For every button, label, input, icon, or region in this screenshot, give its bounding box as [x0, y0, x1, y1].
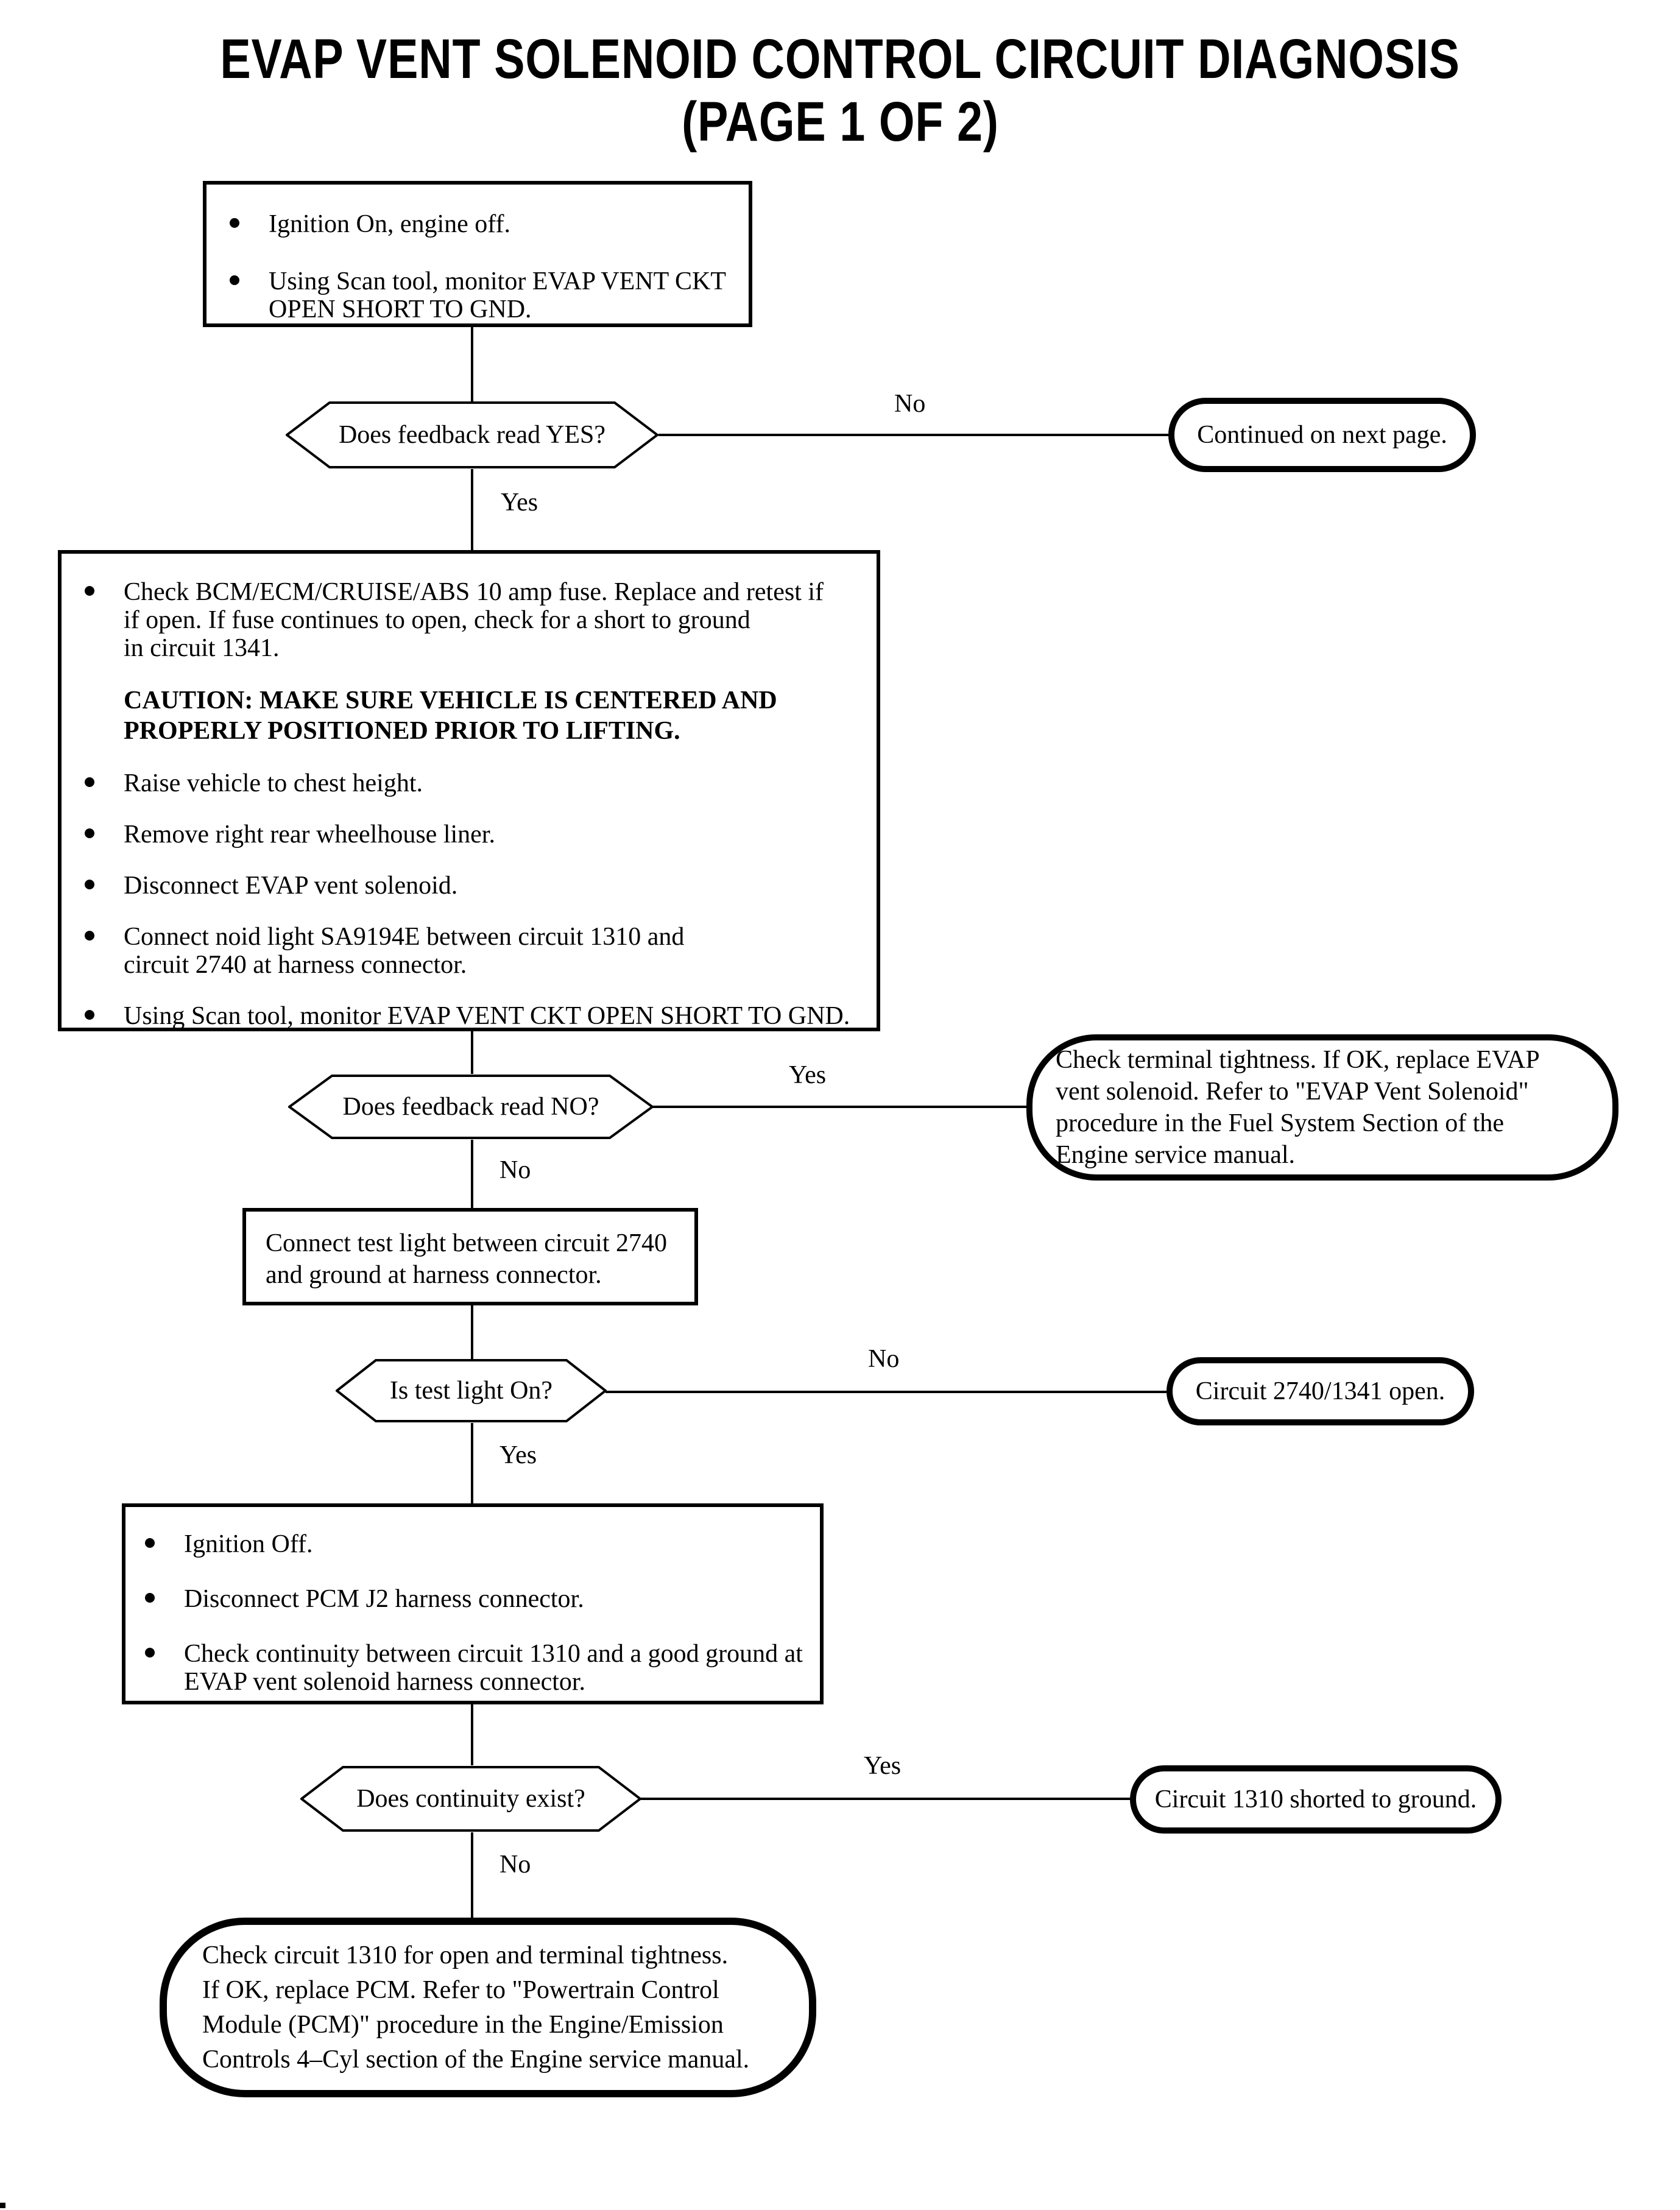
process-box-check-continuity: Ignition Off. Disconnect PCM J2 harness …: [122, 1503, 824, 1704]
terminal-replace-pcm: Check circuit 1310 for open and terminal…: [160, 1918, 816, 2097]
decision-feedback-yes: Does feedback read YES?: [286, 401, 658, 469]
bullet-dot-icon: [145, 1593, 155, 1603]
branch-label-yes: Yes: [499, 1441, 537, 1469]
connector-line: [471, 326, 473, 402]
bullet-dot-icon: [230, 218, 239, 228]
bullet-scan-tool-monitor: Using Scan tool, monitor EVAP VENT CKT O…: [230, 267, 743, 323]
bullet-dot-icon: [85, 586, 94, 596]
connector-line: [605, 1391, 1166, 1393]
bullet-disconnect-solenoid: Disconnect EVAP vent solenoid.: [85, 872, 872, 900]
connector-line: [471, 1423, 473, 1503]
terminal-circuit-shorted: Circuit 1310 shorted to ground.: [1130, 1765, 1502, 1834]
branch-label-yes: Yes: [864, 1752, 902, 1780]
decision-feedback-no: Does feedback read NO?: [288, 1074, 654, 1140]
bullet-dot-icon: [85, 828, 94, 838]
terminal-replace-evap-solenoid: Check terminal tightness. If OK, replace…: [1026, 1034, 1618, 1181]
bullet-connect-noid-light: Connect noid light SA9194E between circu…: [85, 923, 872, 979]
bullet-raise-vehicle: Raise vehicle to chest height.: [85, 769, 872, 797]
connector-line: [471, 469, 473, 550]
caution-note: CAUTION: MAKE SURE VEHICLE IS CENTERED A…: [124, 687, 777, 745]
bullet-dot-icon: [85, 777, 94, 787]
page-artifact-dot: [0, 2203, 5, 2208]
decision-continuity-exists: Does continuity exist?: [300, 1765, 641, 1832]
bullet-check-continuity: Check continuity between circuit 1310 an…: [145, 1640, 816, 1696]
branch-label-no: No: [499, 1851, 531, 1879]
process-box-fuse-and-noid-light: Check BCM/ECM/CRUISE/ABS 10 amp fuse. Re…: [58, 550, 880, 1031]
process-box-initial-setup: Ignition On, engine off. Using Scan tool…: [203, 181, 752, 327]
connector-line: [471, 1140, 473, 1208]
branch-label-no: No: [868, 1345, 900, 1373]
connector-line: [640, 1798, 1131, 1800]
page-title-line1-text: EVAP VENT SOLENOID CONTROL CIRCUIT DIAGN…: [220, 28, 1460, 90]
page-title-line1: EVAP VENT SOLENOID CONTROL CIRCUIT DIAGN…: [0, 27, 1680, 91]
bullet-dot-icon: [85, 880, 94, 889]
bullet-disconnect-pcm: Disconnect PCM J2 harness connector.: [145, 1585, 816, 1613]
branch-label-no: No: [894, 390, 926, 418]
bullet-dot-icon: [85, 931, 94, 941]
bullet-dot-icon: [145, 1648, 155, 1658]
bullet-scan-tool-monitor-2: Using Scan tool, monitor EVAP VENT CKT O…: [85, 1002, 872, 1030]
branch-label-yes: Yes: [501, 489, 538, 517]
bullet-ignition-off: Ignition Off.: [145, 1530, 816, 1558]
branch-label-no: No: [499, 1156, 531, 1184]
process-box-connect-test-light: Connect test light between circuit 2740 …: [242, 1208, 698, 1305]
decision-test-light-on: Is test light On?: [336, 1358, 607, 1423]
connector-line: [471, 1305, 473, 1360]
page-title-line2: (PAGE 1 OF 2): [0, 90, 1680, 154]
bullet-ignition-on: Ignition On, engine off.: [230, 210, 743, 238]
connector-line: [471, 1704, 473, 1765]
bullet-check-fuse: Check BCM/ECM/CRUISE/ABS 10 amp fuse. Re…: [85, 578, 872, 662]
connector-line: [471, 1031, 473, 1074]
bullet-dot-icon: [85, 1010, 94, 1020]
hexagon-shape: [286, 401, 658, 468]
terminal-continued-next-page: Continued on next page.: [1168, 398, 1476, 472]
connector-line: [652, 1106, 1026, 1108]
page-title-line2-text: (PAGE 1 OF 2): [681, 91, 999, 153]
connector-line: [658, 434, 1168, 436]
branch-label-yes: Yes: [789, 1061, 827, 1089]
connector-line: [471, 1832, 473, 1919]
bullet-dot-icon: [230, 275, 239, 285]
terminal-circuit-open: Circuit 2740/1341 open.: [1166, 1357, 1474, 1425]
bullet-remove-liner: Remove right rear wheelhouse liner.: [85, 821, 872, 849]
bullet-dot-icon: [145, 1538, 155, 1548]
